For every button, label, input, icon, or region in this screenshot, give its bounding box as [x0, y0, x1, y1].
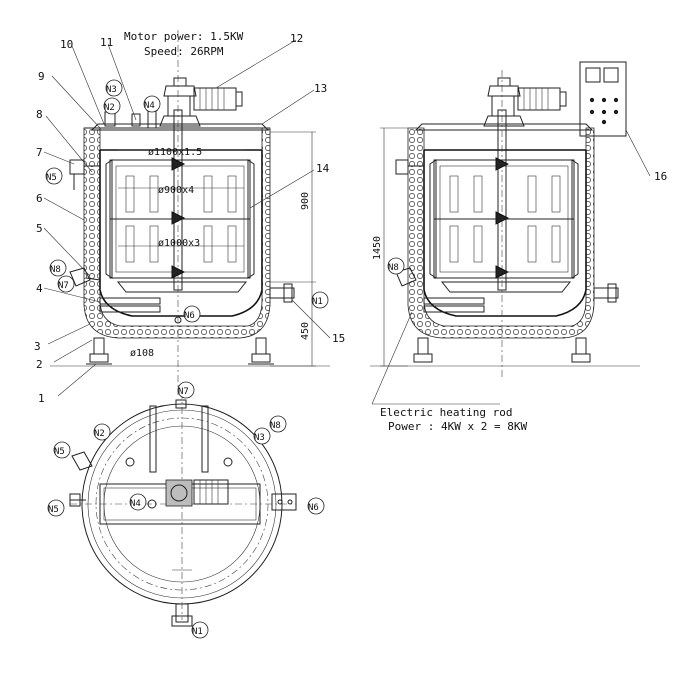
callout-10: 10	[60, 38, 73, 51]
motor-fins	[199, 88, 225, 110]
heating-rod-power: Power : 4KW x 2 = 8KW	[388, 420, 527, 433]
callout-8: 8	[36, 108, 43, 121]
callout-leaders	[43, 39, 651, 397]
callout-13: 13	[314, 82, 327, 95]
paddle-set	[125, 175, 237, 263]
heating-rod-2	[99, 305, 161, 313]
paddle-set-right	[449, 175, 561, 263]
callout-12: 12	[290, 32, 303, 45]
top-cover-right	[414, 123, 594, 131]
dim-450: 450	[300, 322, 311, 340]
inner-shell	[99, 150, 263, 317]
callout-3: 3	[34, 340, 41, 353]
nozzle-n4-body	[147, 109, 157, 129]
heating-rod-title: Electric heating rod	[380, 406, 512, 419]
tag-n7-front: N7	[58, 281, 69, 291]
heating-rod	[99, 297, 161, 305]
callout-6: 6	[36, 192, 43, 205]
motor-power-note: Motor power: 1.5KW	[124, 30, 244, 43]
insulation-jacket-right	[407, 127, 595, 339]
side-view	[370, 61, 640, 405]
drain-n6	[174, 316, 182, 324]
motor-bracket	[159, 115, 201, 127]
callout-9: 9	[38, 70, 45, 83]
dim-shell-dia: ø1100x1.5	[148, 147, 202, 158]
tag-n5-top-2: N5	[48, 505, 59, 515]
tag-n1-top: N1	[192, 627, 203, 637]
callout-14: 14	[316, 162, 330, 175]
callout-11: 11	[100, 36, 113, 49]
dim-ring2: ø1000x3	[158, 238, 200, 249]
control-box	[579, 61, 627, 137]
tag-n8-side: N8	[388, 263, 399, 273]
dim-1450: 1450	[372, 236, 383, 260]
front-section-view	[50, 30, 330, 395]
nozzle-tags: N3 N2 N4 N5 N8 N7 N6 N1 N8 N7 N8 N2 N3 N…	[45, 79, 405, 639]
control-buttons	[589, 97, 619, 125]
dimension-lines-front	[118, 131, 316, 367]
dim-ring1: ø900x4	[158, 185, 194, 196]
tag-n2-front: N2	[104, 103, 115, 113]
side-fitting-lower	[69, 267, 101, 287]
outlet-pipe	[269, 287, 295, 299]
agitator-shaft-right	[497, 109, 507, 291]
scraper-left	[105, 159, 113, 279]
callout-15: 15	[332, 332, 345, 345]
top-view	[69, 392, 297, 627]
callout-7: 7	[36, 146, 43, 159]
bottom-scraper	[116, 281, 248, 293]
motor-end-cap	[235, 91, 243, 107]
gearbox-lower	[167, 95, 191, 117]
tag-n6-top: N6	[308, 503, 319, 513]
shaft-couplings-right	[495, 157, 510, 279]
tag-n5-front: N5	[46, 173, 57, 183]
dim-900: 900	[300, 192, 311, 210]
outlet-top	[175, 603, 189, 623]
speed-note: Speed: 26RPM	[144, 45, 224, 58]
tag-n5-top-1: N5	[54, 447, 65, 457]
tag-n8-front: N8	[50, 265, 61, 275]
legs-front	[86, 337, 274, 365]
scraper-right	[247, 159, 255, 279]
motor-top	[193, 479, 229, 505]
callout-4: 4	[36, 282, 43, 295]
callout-16: 16	[654, 170, 667, 183]
top-cover	[90, 123, 270, 131]
callout-2: 2	[36, 358, 43, 371]
tag-n2-top: N2	[94, 429, 105, 439]
legs-side	[413, 337, 591, 363]
shaft-couplings	[171, 157, 186, 279]
gearbox-cap	[173, 77, 187, 87]
side-fitting-upper	[69, 159, 100, 190]
tag-n1-front: N1	[312, 297, 323, 307]
tag-n3-top: N3	[254, 433, 265, 443]
tag-n7-top: N7	[178, 387, 189, 397]
nozzle-n3-body	[131, 113, 141, 127]
outlet-valve	[283, 283, 293, 303]
tag-n4-top: N4	[130, 499, 141, 509]
tag-n8-top: N8	[270, 421, 281, 431]
dim-leg-dia: ø108	[130, 348, 154, 359]
callout-5: 5	[36, 222, 43, 235]
tag-n3-front: N3	[106, 85, 117, 95]
heater-top-2	[201, 405, 209, 473]
gearbox-top	[165, 479, 193, 507]
callout-1: 1	[38, 392, 45, 405]
tag-n4-front: N4	[144, 101, 155, 111]
tag-n6-front: N6	[184, 311, 195, 321]
heater-top-1	[149, 405, 157, 473]
inner-shell-right	[423, 150, 587, 317]
agitator-shaft	[173, 109, 183, 291]
n6-fitting-top	[271, 493, 297, 511]
gearbox-housing	[163, 85, 197, 97]
